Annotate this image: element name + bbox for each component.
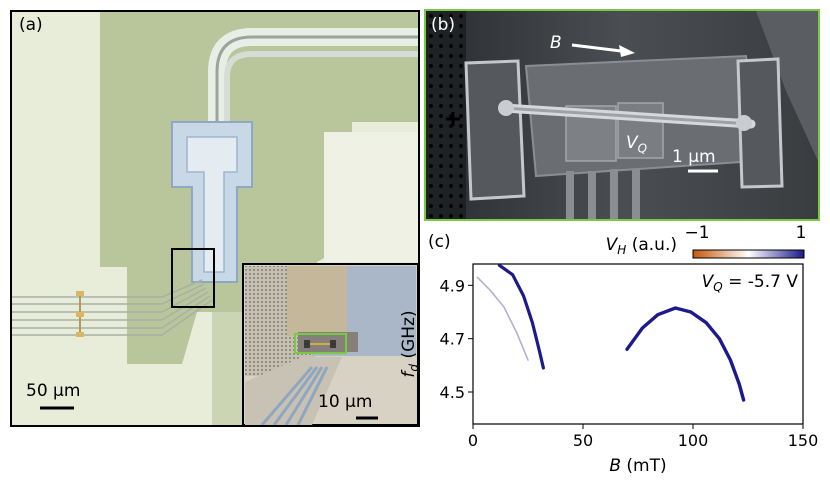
panel-a-label: (a) [19, 15, 43, 35]
colorbar [692, 249, 805, 259]
y-tick-label: 4.7 [440, 330, 465, 349]
panel-b-label: (b) [431, 15, 456, 35]
x-tick-label: 50 [573, 431, 593, 450]
gate-label: VQ [626, 133, 648, 156]
x-axis-label: B (mT) [609, 456, 666, 476]
plot-area [472, 263, 804, 425]
colorbar-label: VH (a.u.) [606, 235, 677, 257]
scalebar-main-label: 50 μm [26, 381, 81, 401]
colorbar-max-label: 1 [796, 223, 807, 243]
sem-image [426, 11, 818, 219]
heatmap-feature [625, 306, 746, 402]
micrograph-image [12, 12, 418, 425]
x-tick-label: 150 [788, 431, 819, 450]
field-label: B [550, 33, 562, 53]
gate-annotation: VQ = -5.7 V [702, 272, 799, 294]
x-axis-ticks: 0 50 100 150 [468, 424, 818, 450]
scalebar-inset-label: 10 μm [318, 392, 373, 412]
sem-scalebar-label: 1 μm [672, 147, 716, 167]
x-tick-label: 0 [468, 431, 478, 450]
panel-b-sem: (b) B VQ 1 μm [424, 9, 820, 221]
panel-a-micrograph: (a) 50 μm 10 μm [10, 10, 420, 427]
heatmap-feature [497, 263, 546, 370]
y-tick-label: 4.5 [440, 383, 465, 402]
plot-features [476, 263, 746, 402]
heatmap-feature [476, 276, 529, 361]
y-tick-label: 4.9 [440, 276, 465, 295]
panel-c-label: (c) [428, 232, 451, 252]
x-tick-label: 100 [678, 431, 709, 450]
y-axis-label: fd (GHz) [399, 310, 421, 377]
y-axis-ticks: 4.5 4.7 4.9 [440, 276, 473, 402]
inset-image [242, 263, 418, 425]
colorbar-min-label: −1 [684, 223, 709, 243]
